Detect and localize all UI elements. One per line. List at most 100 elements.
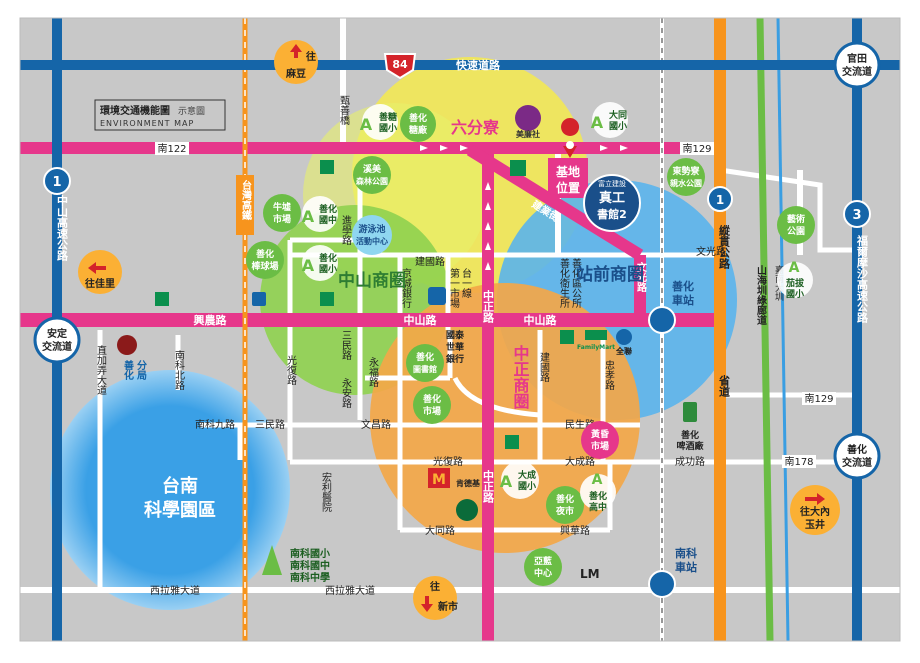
svg-text:分局: 分局 <box>135 359 148 381</box>
svg-text:往大內: 往大內 <box>800 505 830 518</box>
health-center: 善化衛生所 <box>558 257 570 309</box>
svg-text:市場: 市場 <box>273 213 291 225</box>
svg-text:1: 1 <box>52 175 61 190</box>
svg-text:國泰: 國泰 <box>446 329 465 341</box>
svg-text:大同: 大同 <box>609 109 627 121</box>
svg-text:位置: 位置 <box>556 180 580 195</box>
svg-text:玉井: 玉井 <box>805 518 825 531</box>
road-guangfu-v: 光復路 <box>285 354 297 386</box>
svg-text:市場: 市場 <box>423 405 441 417</box>
district-zhongshan: 中山商圈 <box>338 270 406 291</box>
freeway-1-shield-east: 1 <box>707 186 733 212</box>
svg-text:交流道: 交流道 <box>842 65 872 78</box>
svg-text:國中: 國中 <box>319 214 337 226</box>
project-badge: 富立建設 真工 書館2 <box>583 174 641 232</box>
svg-text:善化: 善化 <box>589 490 607 502</box>
district-zhongzheng: 中正商圈 <box>511 344 530 410</box>
lm-label: LM <box>580 567 600 581</box>
svg-text:FamilyMart: FamilyMart <box>577 344 615 351</box>
svg-text:車站: 車站 <box>672 293 694 307</box>
svg-text:藝術: 藝術 <box>787 213 805 225</box>
svg-text:美廉社: 美廉社 <box>516 129 540 139</box>
svg-text:真工: 真工 <box>599 190 625 206</box>
svg-text:棒球場: 棒球場 <box>251 260 278 272</box>
poi-sugar-factory: 善化 糖廠 <box>400 106 436 142</box>
svg-text:A: A <box>592 472 603 488</box>
starbucks-icon <box>456 499 478 521</box>
poi-brewery: 善化 啤酒廠 <box>676 402 704 452</box>
poi-guotai-bank: 國泰 世華 銀行 <box>446 329 465 365</box>
zhenshan-bridge: 甄善橋 <box>338 95 350 126</box>
road-zhongzheng: 中正路 <box>482 289 495 324</box>
poi-xingmei-park: 溪美 森林公園 <box>353 156 391 194</box>
poi-dacheng-school: A 大成 國小 <box>500 461 539 499</box>
svg-text:南科中學: 南科中學 <box>290 571 330 584</box>
mcdonalds-icon: M <box>428 468 450 488</box>
road-zhongxiao: 忠孝路 <box>603 360 615 391</box>
direction-madou: 往 麻豆 <box>274 40 318 84</box>
svg-text:善化: 善化 <box>681 429 699 441</box>
svg-text:活動中心: 活動中心 <box>356 236 388 246</box>
svg-text:A: A <box>302 207 315 226</box>
road-yongan: 永安路 <box>340 377 352 409</box>
local-streets <box>97 165 860 590</box>
poi-yacheng-center: 亞藍 中心 <box>524 548 562 586</box>
road-jianguo: 建國路 <box>415 255 445 268</box>
svg-text:善化: 善化 <box>423 393 441 405</box>
road-arrows <box>420 145 628 270</box>
road-zhongshan-2: 中山路 <box>524 313 558 327</box>
svg-text:善化: 善化 <box>319 252 337 264</box>
direction-jiali: 往佳里 <box>78 250 122 294</box>
svg-text:世華: 世華 <box>446 341 464 353</box>
district-liufenliao: 六分寮 <box>451 118 500 137</box>
zongguan-road-label: 縱貫公路 <box>718 224 731 270</box>
road-zhongzheng-2: 中正路 <box>482 469 495 504</box>
poi-kfc: 肯德基 <box>456 478 481 488</box>
svg-text:往佳里: 往佳里 <box>85 277 115 290</box>
map-title: 環境交通機能圖 示意圖 ENVIRONMENT MAP <box>94 99 226 131</box>
svg-text:官田: 官田 <box>847 52 867 65</box>
road-taiyi: 台一線 <box>460 267 472 298</box>
svg-text:圖書館: 圖書館 <box>413 364 437 374</box>
road-nankebei: 南科北路 <box>173 349 185 391</box>
svg-text:高中: 高中 <box>589 501 607 513</box>
direction-danei: 往大內 玉井 <box>790 485 840 535</box>
svg-text:善化: 善化 <box>847 443 867 456</box>
svg-text:善化: 善化 <box>672 279 694 293</box>
poi-night-market: 善化 夜市 <box>546 486 584 524</box>
svg-text:善化: 善化 <box>256 248 274 260</box>
road-guangfu: 光復路 <box>433 455 463 468</box>
expressway-label: 快速道路 <box>455 58 501 72</box>
shanhua-interchange: 善化 交流道 <box>833 432 881 480</box>
svg-text:環境交通機能圖: 環境交通機能圖 <box>100 104 170 117</box>
road-nan129-east: 南129 <box>804 392 833 405</box>
svg-text:國小: 國小 <box>379 122 397 134</box>
svg-text:親水公園: 親水公園 <box>670 178 702 188</box>
science-park-line1: 台南 <box>162 475 198 497</box>
poi-police: 善化 分局 <box>117 335 148 381</box>
svg-text:亞藍: 亞藍 <box>534 555 552 567</box>
road-sanmin-h: 三民路 <box>255 418 285 431</box>
svg-text:中心: 中心 <box>534 567 552 579</box>
poi-art-park: 藝術 公園 <box>777 206 815 244</box>
freeway-3-shield: 3 <box>843 200 871 228</box>
svg-text:肯德基: 肯德基 <box>456 478 481 488</box>
poi-familymart: FamilyMart <box>577 330 615 351</box>
poi-dusk-market: 黃昏 市場 <box>581 421 619 459</box>
svg-text:大成: 大成 <box>518 469 536 481</box>
hsr-label: 台灣高鐵 <box>240 179 252 221</box>
svg-text:善化: 善化 <box>319 203 337 215</box>
svg-text:善化: 善化 <box>409 112 427 124</box>
poi-library: 善化 圖書館 <box>406 344 444 382</box>
canal-greenway <box>756 17 774 642</box>
svg-text:麻豆: 麻豆 <box>285 67 306 80</box>
poi-market: 善化 市場 <box>413 386 451 424</box>
jingcheng-bank: 京城銀行 <box>400 267 412 309</box>
road-jianguo-v: 建國路 <box>538 351 550 383</box>
poi-nanke-schools: 南科國小 南科國中 南科中學 <box>262 545 330 584</box>
svg-text:游泳池: 游泳池 <box>358 223 385 235</box>
svg-text:糖廠: 糖廠 <box>409 124 428 136</box>
svg-text:善化: 善化 <box>556 493 574 505</box>
poi-datong-school: A 大同 國小 <box>591 102 628 138</box>
